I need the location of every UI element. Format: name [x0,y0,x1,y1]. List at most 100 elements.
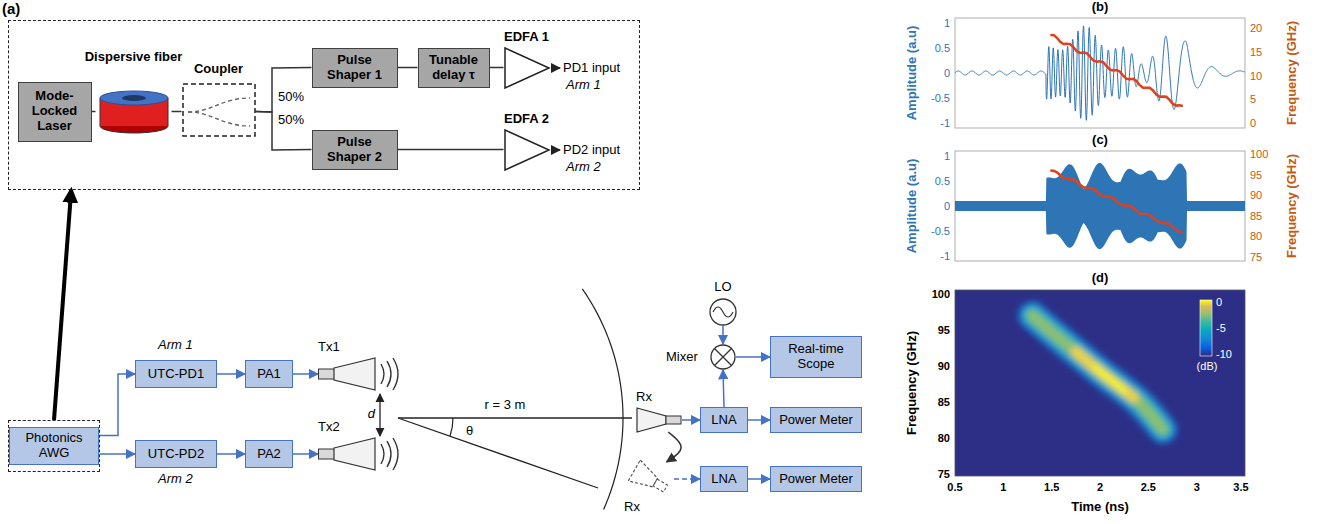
coupler-symbol [183,84,255,136]
box-label: Power Meter [779,413,853,428]
axis-label: 0.5 [947,481,962,494]
plot-frame [955,18,1245,128]
connector [256,68,312,113]
process-box: Mode-Locked Laser [18,82,92,142]
axis-label: 0.5 [935,42,950,55]
axis-label: (b) [1092,0,1109,15]
hornL-symbol [637,408,681,432]
axis-label: 1 [944,17,950,30]
process-box: Pulse Shaper 2 [312,130,398,170]
component-symbol: Dispersive fiber [96,50,172,134]
axis-label: 1 [1000,481,1006,494]
symbol-label: Mixer [666,350,698,365]
angle-line [398,418,598,488]
wave-arc [387,441,391,467]
symbol-label-holder: Tx2 [318,420,340,435]
process-box: Tunable delay τ [418,48,490,88]
wave-arc [387,361,391,387]
axis-label: (d) [1092,271,1109,286]
axis-label: -0.5 [931,92,950,105]
box-label: Mode-Locked Laser [23,89,87,134]
axis-label: 75 [938,468,950,481]
waveform-envelope [955,163,1245,249]
connector [722,326,724,344]
axis-title: Frequency (GHz) [1285,21,1300,125]
tri-symbol [505,48,549,88]
axis-label: 0 [944,67,950,80]
box-label: Pulse Shaper 2 [317,135,393,165]
symbol-label: Rx [636,390,652,405]
axis-label: 90 [938,360,950,373]
process-box: Power Meter [770,407,862,433]
wave-arc [381,444,384,464]
wave-arc [381,364,384,384]
connector [398,149,504,151]
spectrogram-band [1032,316,1163,430]
annotation: Arm 2 [158,472,193,487]
spacing-arrow [379,394,380,436]
connector [748,478,770,480]
axis-label: (dB) [1197,360,1218,373]
waveform [955,26,1245,120]
process-box: Power Meter [770,466,862,492]
axis-label: -5 [1216,322,1226,335]
spool-symbol [100,91,168,133]
connector [736,356,770,358]
axis-label: -1 [940,250,950,263]
connector [217,373,245,375]
measurement-arc [582,289,623,510]
block-arrow [54,190,71,420]
annotation: PD2 input [563,143,620,158]
output-arrow [551,67,560,69]
symbol-label-holder: Rx [624,500,640,515]
axis-label: Time (ns) [1071,500,1129,515]
hornR-symbol [319,438,376,470]
symbol-label: LO [714,280,731,295]
box-label: LNA [711,413,736,428]
range-line [398,417,632,418]
process-box: UTC-PD2 [135,440,217,468]
axis-label: 80 [1250,230,1262,243]
box-label: PA1 [257,367,281,382]
axis-label: 0 [1250,117,1256,130]
colorbar [1200,300,1212,356]
symbol-label-holder: EDFA 2 [504,112,549,127]
wave-arc [393,358,398,390]
axis-label: 1.5 [1044,481,1059,494]
symbol-outline [624,462,674,496]
connector [682,419,700,421]
connector [293,453,318,455]
connector [674,478,700,480]
process-box: UTC-PD1 [135,360,217,388]
frequency-trace [1050,35,1183,106]
process-box: Pulse Shaper 1 [312,48,398,88]
axis-label: 10 [1250,69,1262,82]
axis-label: 0.5 [935,175,950,188]
annotation: Arm 1 [158,338,193,353]
axis-label: 1 [944,150,950,163]
annotation: PD1 input [563,61,620,76]
dashed-panel: (a)Mode-Locked LaserDispersive fiberCoup… [8,20,640,190]
component-symbol: Rx [624,462,674,518]
tri-symbol [505,130,549,170]
connector [172,111,182,113]
symbol-label: Tx1 [318,340,340,355]
component-symbol: EDFA 2 [504,112,550,170]
output-arrow [551,149,560,151]
connector [490,67,504,69]
symbol-label-holder: Tx1 [318,340,340,355]
symbol-label-holder: Mixer [666,350,698,365]
axis-label: (c) [1092,133,1108,148]
component-symbol: Tx1 [318,340,376,392]
symbol-label-holder: Coupler [194,62,243,77]
spectrogram-ground [955,290,1245,476]
axis-label: 95 [938,324,950,337]
axis-label: 85 [1250,209,1262,222]
radiation-waves [381,358,398,470]
process-box: LNA [700,466,748,492]
process-box: LNA [700,407,748,433]
hornD-symbol [628,460,671,499]
annotation: 50% [278,90,304,105]
angle-arc [450,418,453,436]
